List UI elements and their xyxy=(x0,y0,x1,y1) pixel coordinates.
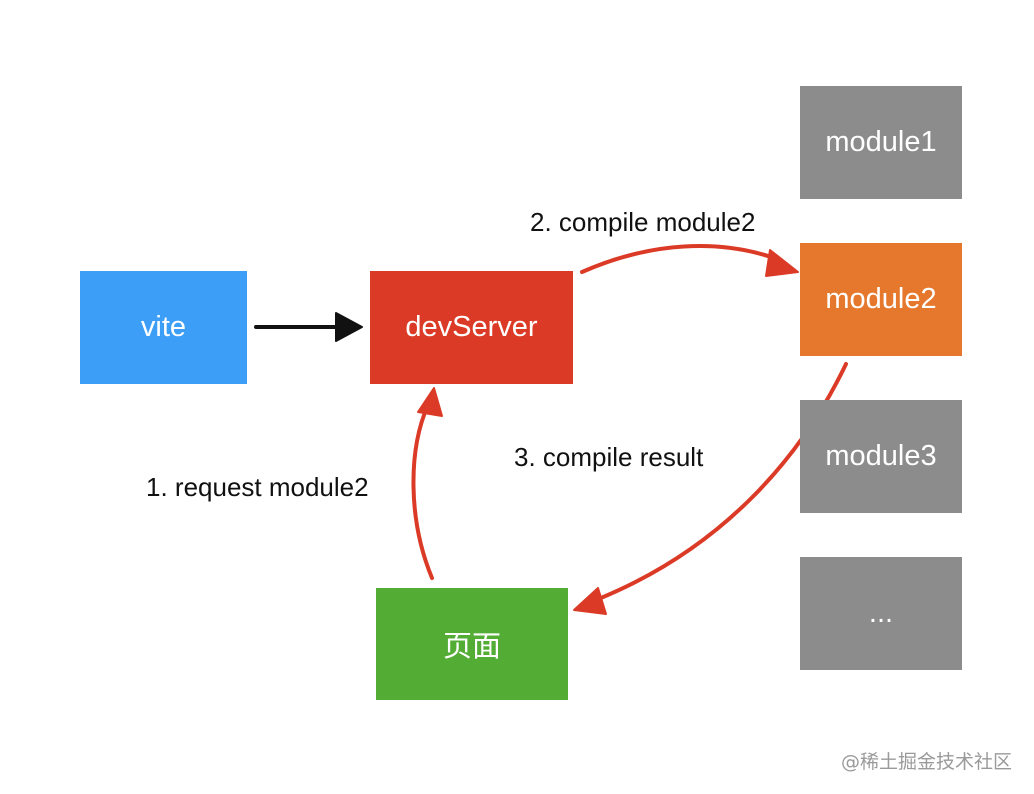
arrowhead-compile xyxy=(765,249,799,277)
vite-node-label: vite xyxy=(140,311,187,343)
module1-node: module1 xyxy=(800,86,962,199)
vite-node: vite xyxy=(80,271,247,384)
arrowhead-request xyxy=(417,387,443,417)
more-modules-node-label: ... xyxy=(868,597,894,629)
arrow-compile xyxy=(580,244,782,274)
devserver-node: devServer xyxy=(370,271,573,384)
arrowhead-vite-to-devserver xyxy=(335,312,363,342)
arrowhead-result xyxy=(573,587,607,615)
watermark: @稀土掘金技术社区 xyxy=(840,751,1012,773)
devserver-node-label: devServer xyxy=(405,311,538,343)
more-modules-node: ... xyxy=(800,557,962,670)
module3-node-label: module3 xyxy=(825,440,937,472)
request-label: 1. request module2 xyxy=(146,472,369,502)
arrow-request xyxy=(411,403,434,580)
compile-label: 2. compile module2 xyxy=(530,207,756,237)
result-label: 3. compile result xyxy=(514,442,704,472)
module2-node: module2 xyxy=(800,243,962,356)
module3-node: module3 xyxy=(800,400,962,513)
page-node-label: 页面 xyxy=(442,631,501,663)
page-node: 页面 xyxy=(376,588,568,700)
module1-node-label: module1 xyxy=(825,126,937,158)
module2-node-label: module2 xyxy=(825,283,937,315)
